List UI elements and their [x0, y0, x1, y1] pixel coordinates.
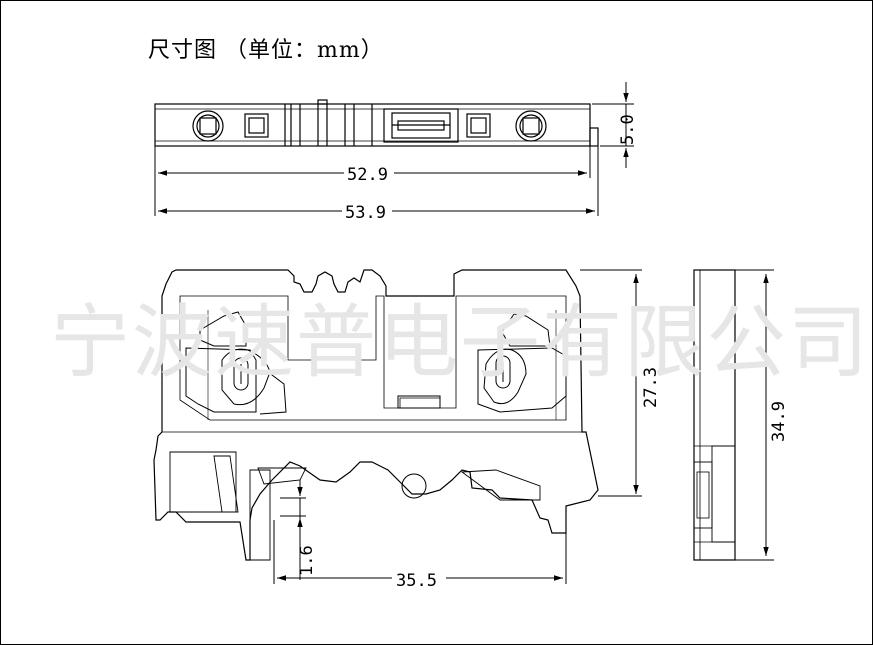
front-view-dimensions: [273, 269, 642, 584]
dim-53-9: 53.9: [345, 203, 386, 223]
dim-35-5: 35.5: [396, 571, 437, 591]
dim-35-5-bg: [392, 568, 446, 588]
dim-34-9: 34.9: [769, 401, 789, 442]
dim-52-9: 52.9: [347, 165, 388, 185]
top-view-dimensions: [154, 82, 634, 216]
dim-27-3: 27.3: [641, 367, 661, 408]
dim-53-9-bg: [342, 201, 392, 221]
dim-1-6: 1.6: [297, 545, 317, 576]
front-view: [153, 269, 599, 561]
dim-52-9-bg: [344, 163, 394, 183]
drawing-title: 尺寸图 （单位：mm）: [148, 38, 384, 63]
dim-5-0: 5.0: [618, 114, 638, 145]
side-view-dimensions: [735, 269, 774, 561]
top-view: [154, 99, 599, 147]
side-view: [693, 269, 736, 561]
